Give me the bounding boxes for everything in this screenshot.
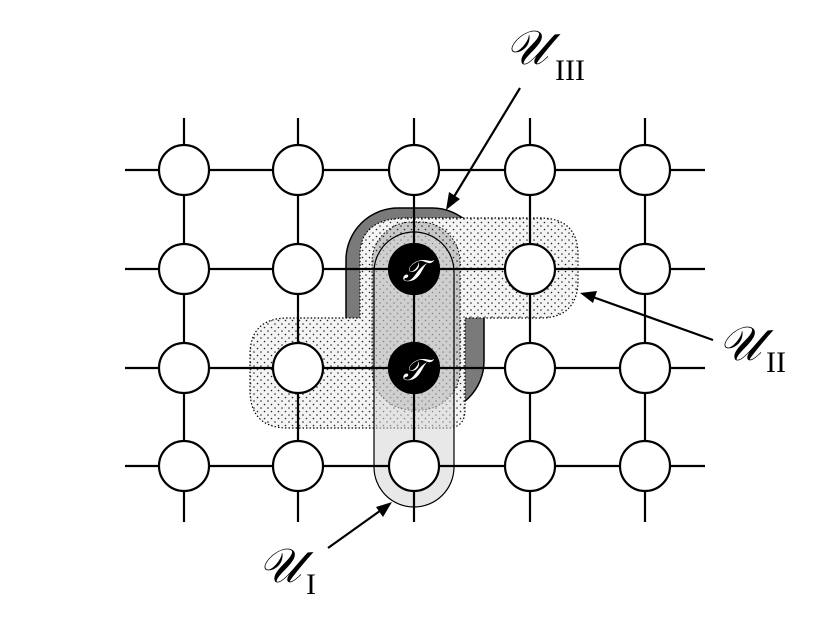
site — [503, 242, 557, 296]
site — [618, 439, 672, 493]
site — [271, 341, 325, 395]
label-u3: 𝒰 III — [505, 20, 585, 87]
arrow-u3 — [446, 87, 521, 210]
site — [618, 242, 672, 296]
site — [271, 242, 325, 296]
site — [503, 439, 557, 493]
target-site-lower: 𝒯 — [387, 341, 441, 395]
site — [387, 439, 441, 493]
site — [387, 143, 441, 197]
label-u1: 𝒰 I — [258, 538, 316, 601]
target-site-upper: 𝒯 — [387, 242, 441, 296]
label-u2: 𝒰 II — [718, 316, 786, 379]
label-u3-main: 𝒰 — [505, 20, 561, 76]
arrow-u2 — [580, 291, 714, 342]
label-u2-sub: II — [766, 346, 786, 379]
lattice-sites — [157, 143, 672, 493]
site — [503, 143, 557, 197]
label-u3-sub: III — [555, 54, 585, 87]
site — [271, 439, 325, 493]
site — [503, 341, 557, 395]
site — [618, 143, 672, 197]
site — [618, 341, 672, 395]
site — [271, 143, 325, 197]
site — [157, 143, 211, 197]
site — [157, 341, 211, 395]
site — [157, 439, 211, 493]
label-u1-sub: I — [306, 568, 316, 601]
arrow-u1 — [327, 502, 392, 549]
site — [157, 242, 211, 296]
